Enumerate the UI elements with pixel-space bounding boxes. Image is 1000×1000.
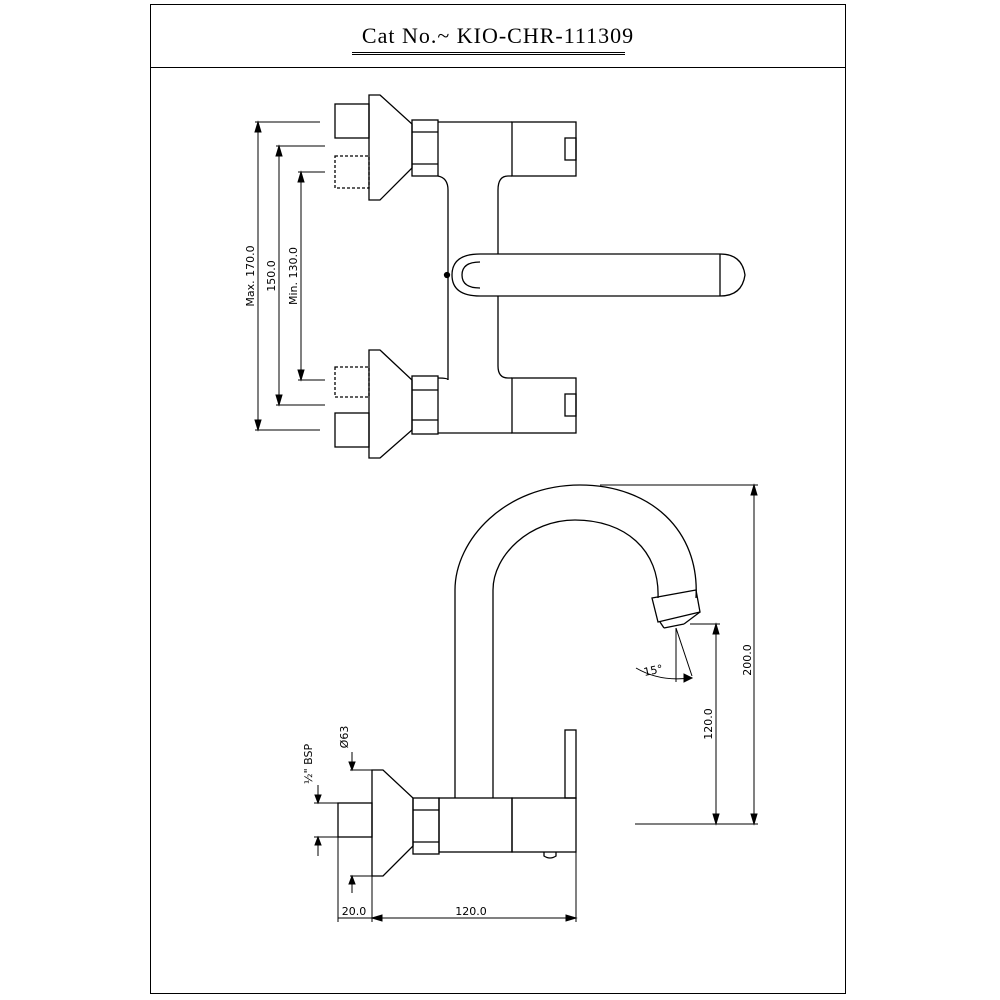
- side-hex-nut: [412, 797, 440, 855]
- lower-hex-nut: [411, 375, 439, 435]
- lower-wall-flange: [368, 349, 413, 459]
- label-120-vertical: 120.0: [702, 708, 715, 740]
- body-center-mark: [443, 271, 451, 279]
- side-valve-body: [438, 797, 513, 853]
- drawing-frame: Cat No.~ KIO-CHR-111309: [150, 4, 846, 994]
- dimension-bsp: [314, 785, 338, 856]
- spout-inner-curve: [492, 519, 659, 798]
- label-angle-15: 15°: [642, 662, 664, 679]
- dimension-max-170: [254, 120, 320, 432]
- side-view: [314, 483, 758, 922]
- side-inlet-pipe: [337, 802, 373, 838]
- side-handle-knob: [543, 852, 557, 859]
- lower-inlet-pipe-dashed: [334, 366, 370, 398]
- spout-outer-curve: [454, 484, 697, 798]
- upper-hex-nut: [411, 119, 439, 177]
- upper-handle-tab: [564, 137, 577, 161]
- label-200: 200.0: [741, 644, 754, 676]
- label-max-170: Max. 170.0: [244, 245, 257, 306]
- side-lever: [564, 729, 577, 799]
- dimension-200: [600, 483, 758, 826]
- title-double-underline: [352, 52, 625, 55]
- upper-lever-handle: [511, 121, 577, 177]
- lower-inlet-pipe-solid: [334, 412, 370, 448]
- label-120-horizontal: 120.0: [455, 905, 487, 918]
- side-handle-block: [511, 797, 577, 853]
- label-dia-63: Ø63: [338, 726, 351, 749]
- title-block: Cat No.~ KIO-CHR-111309: [151, 5, 845, 68]
- dimension-150: [275, 144, 325, 407]
- angle-15-indicator: [635, 627, 694, 683]
- spout-top-view: [451, 253, 746, 297]
- dimension-120-vertical: [690, 622, 720, 826]
- dimension-min-130: [297, 170, 325, 382]
- label-bsp: ½" BSP: [302, 744, 315, 785]
- dimension-horizontal: [337, 837, 578, 922]
- dimension-labels: Max. 170.0 150.0 Min. 130.0 200.0 120.0 …: [244, 245, 754, 918]
- label-150: 150.0: [265, 260, 278, 292]
- lower-lever-handle: [511, 377, 577, 434]
- upper-inlet-pipe-solid: [334, 103, 370, 139]
- upper-wall-flange: [368, 94, 413, 201]
- dimension-dia-63: [348, 752, 372, 893]
- side-wall-flange: [371, 769, 414, 877]
- label-min-130: Min. 130.0: [287, 247, 300, 305]
- label-20: 20.0: [342, 905, 367, 918]
- top-view: [254, 94, 746, 459]
- lower-handle-tab: [564, 393, 577, 417]
- upper-inlet-pipe-dashed: [334, 155, 370, 189]
- catalog-number-title: Cat No.~ KIO-CHR-111309: [361, 23, 635, 48]
